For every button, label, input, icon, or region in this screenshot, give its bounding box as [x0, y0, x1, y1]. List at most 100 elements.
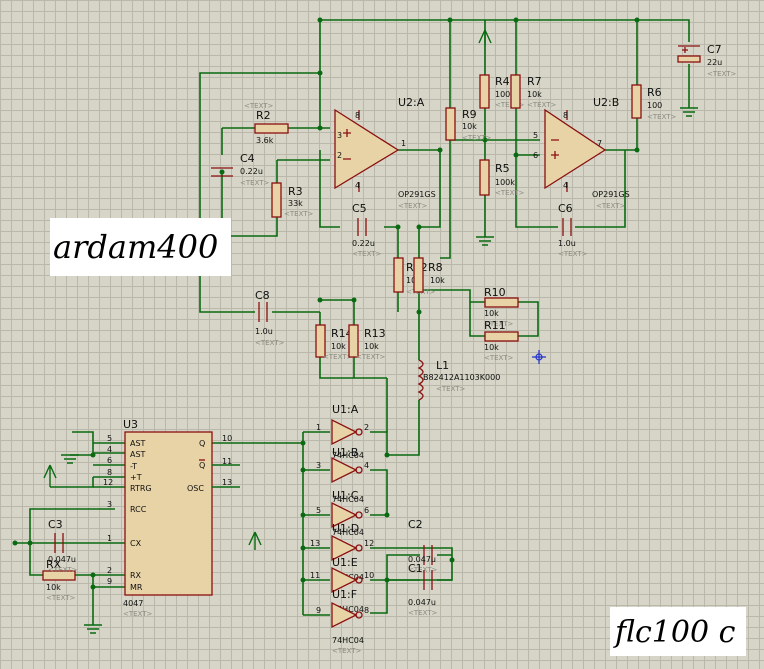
resistor-r13[interactable]: R13 10k <TEXT> — [348, 324, 386, 361]
u2a-ref: U2:A — [398, 96, 425, 109]
resistor-r6[interactable]: R6 100 <TEXT> — [631, 84, 677, 121]
svg-text:6: 6 — [533, 151, 538, 160]
capacitor-c5[interactable]: C5 0.22u <TEXT> — [352, 202, 382, 258]
svg-text:74HC04: 74HC04 — [332, 636, 364, 645]
capacitor-c7[interactable]: C7 22u <TEXT> — [677, 43, 737, 78]
power-arrow-icon — [43, 464, 57, 487]
svg-text:C6: C6 — [558, 202, 573, 215]
label-ardam400: ardam400 — [50, 218, 231, 276]
capacitor-c3[interactable]: C3 0.047u <TEXT> — [48, 518, 78, 574]
svg-text:R10: R10 — [484, 286, 506, 299]
svg-text:U1:B: U1:B — [332, 446, 358, 459]
svg-text:8: 8 — [563, 111, 568, 120]
inverter-u1a[interactable]: U1:A 74HC04 1 2 — [316, 403, 369, 460]
ic-u3-4047[interactable]: U3 4047 <TEXT> AST AST -T +T RTRG RCC CX… — [103, 418, 240, 618]
svg-text:10k: 10k — [364, 342, 379, 351]
svg-text:100k: 100k — [495, 90, 515, 99]
resistor-r14[interactable]: R14 10k <TEXT> — [315, 324, 353, 361]
resistor-r4[interactable]: R4 100k <TEXT> — [479, 74, 525, 109]
svg-text:10k: 10k — [527, 90, 542, 99]
svg-text:100k: 100k — [495, 178, 515, 187]
svg-text:2: 2 — [107, 566, 112, 575]
svg-text:U1:E: U1:E — [332, 556, 358, 569]
capacitor-c1[interactable]: C1 0.047u <TEXT> — [408, 562, 438, 617]
resistor-r2[interactable]: R2 3.6k <TEXT> — [244, 102, 289, 145]
svg-text:R2: R2 — [256, 109, 271, 122]
svg-text:0.047u: 0.047u — [408, 598, 436, 607]
svg-text:U1:A: U1:A — [332, 403, 359, 416]
svg-text:<TEXT>: <TEXT> — [240, 179, 270, 187]
inverter-u1c[interactable]: U1:C 74HC04 5 6 — [316, 489, 369, 537]
power-symbols — [43, 29, 492, 550]
power-arrow-icon — [248, 531, 262, 550]
svg-text:R4: R4 — [495, 75, 510, 88]
svg-text:8: 8 — [355, 111, 360, 120]
svg-text:C2: C2 — [408, 518, 423, 531]
svg-text:10k: 10k — [484, 343, 499, 352]
svg-text:74HC04: 74HC04 — [332, 605, 364, 614]
resistor-r11[interactable]: R11 10k <TEXT> — [484, 319, 519, 362]
resistor-r7[interactable]: R7 10k <TEXT> — [510, 74, 557, 109]
resistor-r3[interactable]: R3 33k <TEXT> — [271, 182, 314, 218]
resistor-r10[interactable]: R10 10k <TEXT> — [484, 286, 519, 328]
svg-text:<TEXT>: <TEXT> — [123, 610, 153, 618]
svg-text:10k: 10k — [46, 583, 61, 592]
resistor-rx[interactable]: RX 10k <TEXT> — [42, 558, 76, 602]
svg-text:9: 9 — [316, 606, 321, 615]
svg-text:4: 4 — [563, 181, 568, 190]
u2b-part: OP291GS — [592, 190, 630, 199]
inverter-u1e[interactable]: U1:E 74HC04 11 10 — [310, 556, 374, 614]
svg-text:U1:F: U1:F — [332, 588, 357, 601]
svg-text:4: 4 — [107, 445, 112, 454]
svg-text:<TEXT>: <TEXT> — [527, 101, 557, 109]
svg-text:R14: R14 — [331, 327, 353, 340]
svg-text:74HC04: 74HC04 — [332, 528, 364, 537]
capacitor-c6[interactable]: C6 1.0u <TEXT> — [558, 202, 588, 258]
svg-text:2: 2 — [337, 151, 342, 160]
inductor-l1[interactable]: L1 B82412A1103K000 <TEXT> — [417, 359, 500, 401]
svg-text:<TEXT>: <TEXT> — [323, 353, 353, 361]
svg-text:5: 5 — [316, 506, 321, 515]
svg-text:10k: 10k — [430, 276, 445, 285]
opamp-u2b[interactable]: U2:B OP291GS <TEXT> 5 6 7 8 4 — [533, 96, 630, 210]
svg-text:<TEXT>: <TEXT> — [48, 566, 78, 574]
svg-text:10k: 10k — [462, 122, 477, 131]
svg-text:10: 10 — [222, 434, 232, 443]
svg-text:1: 1 — [401, 139, 406, 148]
svg-text:0.047u: 0.047u — [48, 555, 76, 564]
svg-text:U1:D: U1:D — [332, 522, 359, 535]
svg-text:13: 13 — [310, 539, 320, 548]
inverter-u1f[interactable]: U1:F 74HC04 <TEXT> 9 8 — [316, 588, 369, 655]
opamp-u2a[interactable]: U2:A OP291GS <TEXT> 3 2 1 8 4 — [334, 96, 436, 210]
svg-text:R7: R7 — [527, 75, 542, 88]
capacitor-c2[interactable]: C2 0.047u <TEXT> — [408, 518, 438, 574]
resistor-r8[interactable]: R8 10k — [413, 257, 445, 293]
svg-text:3: 3 — [107, 500, 112, 509]
svg-text:<TEXT>: <TEXT> — [707, 70, 737, 78]
svg-text:<TEXT>: <TEXT> — [436, 385, 466, 393]
capacitor-c8[interactable]: C8 1.0u <TEXT> — [255, 289, 285, 347]
svg-text:<TEXT>: <TEXT> — [46, 594, 76, 602]
svg-text:10k: 10k — [484, 309, 499, 318]
probe-marker-icon[interactable] — [532, 350, 546, 364]
svg-text:2: 2 — [364, 423, 369, 432]
svg-text:C3: C3 — [48, 518, 63, 531]
svg-text:RTRG: RTRG — [130, 484, 152, 493]
svg-text:12: 12 — [364, 539, 374, 548]
inverter-u1b[interactable]: U1:B 74HC04 3 4 — [316, 446, 369, 504]
capacitor-c4[interactable]: C4 0.22u <TEXT> — [211, 152, 270, 187]
svg-text:3: 3 — [316, 461, 321, 470]
svg-text:U1:C: U1:C — [332, 489, 359, 502]
resistor-r9[interactable]: R9 10k <TEXT> — [445, 107, 492, 142]
ground-icon — [680, 107, 698, 117]
svg-text:<TEXT>: <TEXT> — [255, 339, 285, 347]
svg-text:<TEXT>: <TEXT> — [495, 189, 525, 197]
svg-text:10: 10 — [364, 571, 374, 580]
svg-text:3: 3 — [337, 131, 342, 140]
svg-text:C4: C4 — [240, 152, 255, 165]
resistor-r5[interactable]: R5 100k <TEXT> — [479, 159, 525, 197]
svg-text:-T: -T — [130, 462, 137, 471]
ground-symbols — [61, 107, 698, 634]
label-flc100c: flc100 c — [610, 607, 746, 656]
